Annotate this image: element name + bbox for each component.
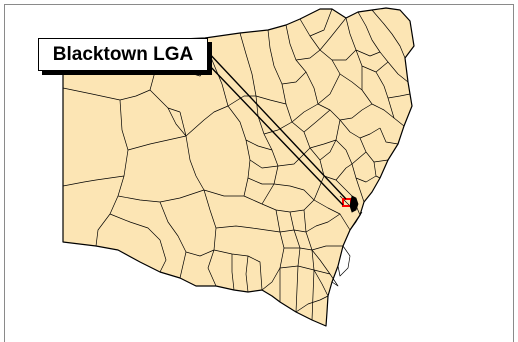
callout-label: Blacktown LGA [52, 43, 194, 65]
blacktown-lga-highlight [342, 195, 359, 213]
callout-leader-line [205, 49, 347, 206]
callout-box: Blacktown LGA [38, 38, 208, 71]
